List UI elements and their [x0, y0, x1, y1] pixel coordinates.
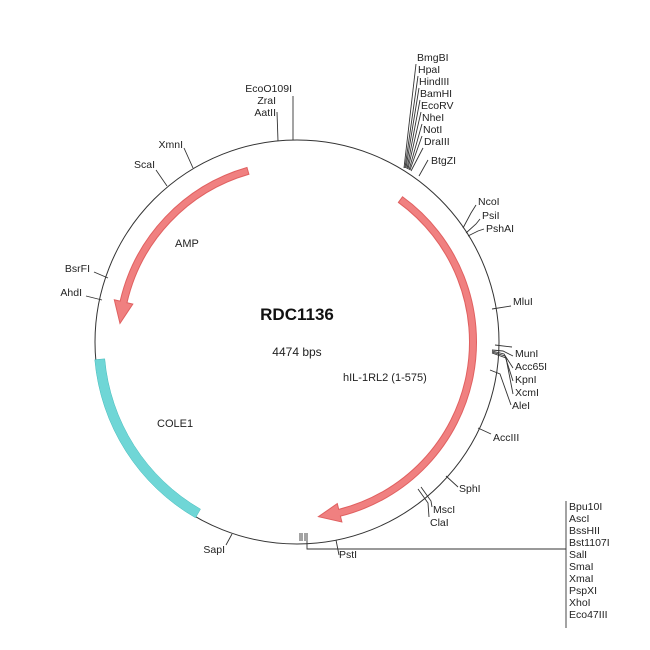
site-label: ClaI [430, 517, 449, 529]
feature-label-amp: AMP [175, 238, 199, 250]
site-label: AccIII [493, 432, 519, 444]
site-label: SmaI [569, 561, 594, 573]
site-label: HindIII [419, 76, 449, 88]
site-label: Acc65I [515, 361, 547, 373]
site-label: BmgBI [417, 52, 449, 64]
site-label: NcoI [478, 196, 500, 208]
site-label: XmnI [158, 139, 183, 151]
site-label: HpaI [418, 64, 440, 76]
site-label: BssHII [569, 525, 600, 537]
plasmid-name: RDC1136 [260, 305, 334, 324]
site-label: NotI [423, 124, 442, 136]
site-cluster-top: BmgBI HpaI HindIII BamHI EcoRV NheI NotI… [403, 52, 456, 177]
site-cluster-bottom: SapI PstI [203, 533, 357, 561]
site-label: EcoRV [421, 100, 454, 112]
site-label: SalI [569, 549, 587, 561]
site-label: ScaI [134, 159, 155, 171]
plasmid-size: 4474 bps [272, 345, 321, 359]
site-label: BsrFI [65, 263, 90, 275]
site-label: PshAI [486, 223, 514, 235]
site-label: Bst1107I [569, 537, 610, 549]
site-label: ZraI [257, 95, 276, 107]
site-label: AatII [254, 107, 276, 119]
site-label: BtgZI [431, 155, 456, 167]
site-label: SphI [459, 483, 481, 495]
site-label: Bpu10I [569, 501, 602, 513]
feature-label-hil1rl2: hIL-1RL2 (1-575) [343, 372, 427, 384]
feature-label-cole1: COLE1 [157, 418, 193, 430]
site-label: MunI [515, 348, 538, 360]
site-cluster-right: MluI MunI Acc65I KpnI XcmI AleI AccIII S… [417, 296, 547, 529]
site-label: KpnI [515, 374, 537, 386]
site-label: NheI [422, 112, 444, 124]
site-label: MluI [513, 296, 533, 308]
site-cluster-bottom-right: Bpu10IAscIBssHIIBst1107ISalISmaIXmaIPspX… [299, 501, 610, 628]
site-label: EcoO109I [245, 83, 292, 95]
site-cluster-right-upper: NcoI PsiI PshAI [462, 196, 514, 237]
site-label: DraIII [424, 136, 450, 148]
site-label: XhoI [569, 597, 591, 609]
site-cluster-left: XmnI ScaI BsrFI AhdI [60, 139, 194, 301]
site-label: XcmI [515, 387, 539, 399]
site-label: PstI [339, 549, 357, 561]
site-label: PsiI [482, 210, 500, 222]
feature-arrow-hil1rl2 [317, 196, 477, 523]
site-label: AscI [569, 513, 589, 525]
site-label: SapI [203, 544, 225, 556]
site-label: XmaI [569, 573, 594, 585]
site-label: BamHI [420, 88, 452, 100]
feature-band-cole1 [94, 358, 201, 519]
site-cluster-top-left: EcoO109I ZraI AatII [245, 83, 294, 142]
feature-arrow-amp [113, 166, 250, 325]
site-label: Eco47III [569, 609, 608, 621]
site-label: PspXI [569, 585, 597, 597]
site-label: MscI [433, 504, 455, 516]
site-label: AhdI [60, 287, 82, 299]
site-label: AleI [512, 400, 530, 412]
plasmid-backbone [94, 139, 500, 545]
